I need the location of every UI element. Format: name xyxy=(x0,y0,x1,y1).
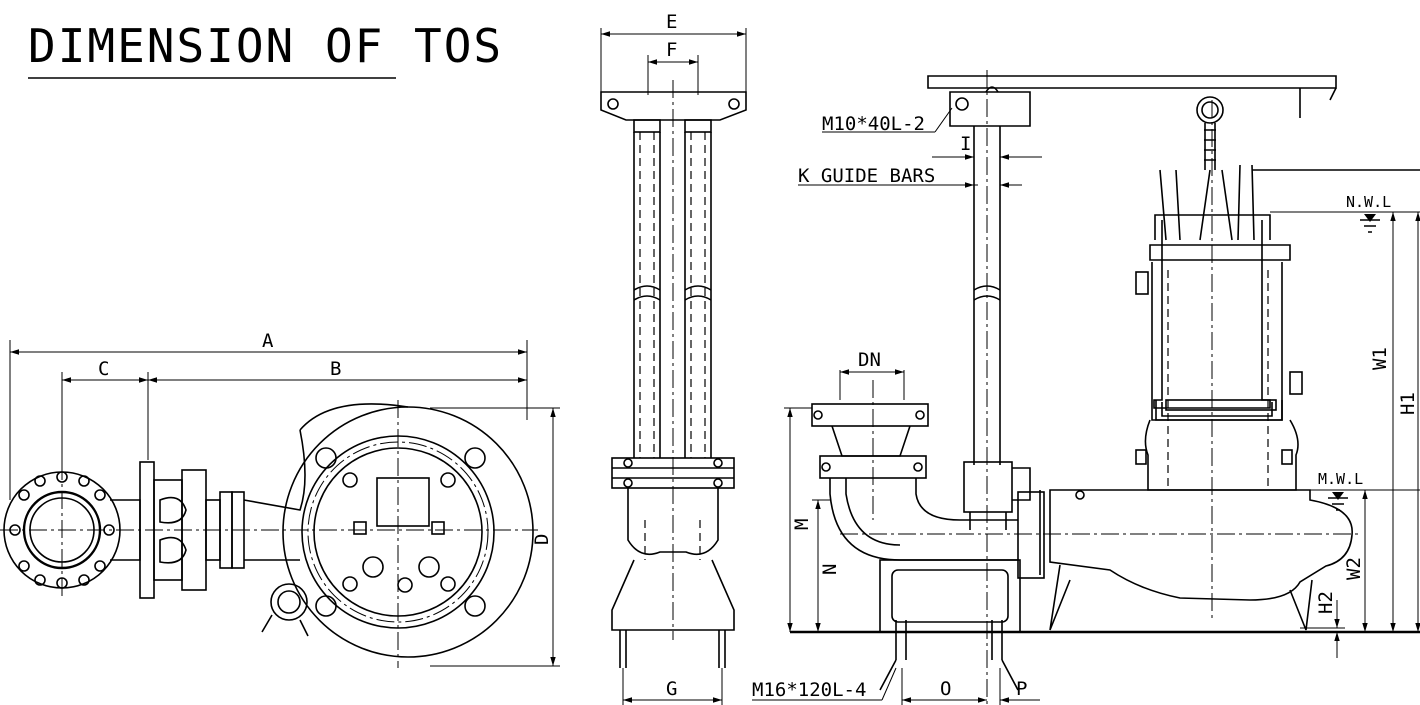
dim-w1-label: W1 xyxy=(1369,347,1391,370)
guide-bars-label: K GUIDE BARS xyxy=(798,165,935,187)
drawing-title: DIMENSION OF TOS xyxy=(28,19,503,73)
dim-n-label: N xyxy=(819,564,841,575)
dim-i-label: I xyxy=(960,133,971,155)
nwl-label: N.W.L xyxy=(1346,193,1391,211)
dim-b-label: B xyxy=(330,358,341,380)
top-view: A C B D xyxy=(0,330,560,668)
dim-o-label: O xyxy=(940,678,951,700)
pump-casing xyxy=(1049,489,1353,601)
front-view: M10*40L-2 I K GUIDE BARS xyxy=(752,70,1420,705)
dim-a-label: A xyxy=(262,330,274,352)
dim-d-label: D xyxy=(531,534,553,545)
bolt-top-label: M10*40L-2 xyxy=(822,113,925,135)
dim-dn-label: DN xyxy=(858,349,881,371)
title-block: DIMENSION OF TOS xyxy=(28,19,503,79)
pump-outer-casing xyxy=(282,406,534,658)
lifting-ring xyxy=(1196,96,1224,124)
dim-h2-label: H2 xyxy=(1315,591,1337,614)
discharge-flange-side xyxy=(811,403,929,427)
dim-p-label: P xyxy=(1016,678,1027,700)
dim-h1-label: H1 xyxy=(1397,392,1419,415)
dim-c-label: C xyxy=(98,358,109,380)
mwl-label: M.W.L xyxy=(1318,470,1363,488)
dim-e-label: E xyxy=(666,11,677,33)
terminal-box xyxy=(376,477,430,527)
dim-w2-label: W2 xyxy=(1343,557,1365,580)
guide-bars-side xyxy=(633,132,712,458)
motor-flange-bolts xyxy=(315,447,486,617)
bolt-bottom-label: M16*120L-4 xyxy=(752,679,866,701)
dim-f-label: F xyxy=(666,39,677,61)
dim-g-label: G xyxy=(666,678,677,700)
side-view: E F xyxy=(600,11,747,705)
dim-m-label: M xyxy=(791,519,813,530)
